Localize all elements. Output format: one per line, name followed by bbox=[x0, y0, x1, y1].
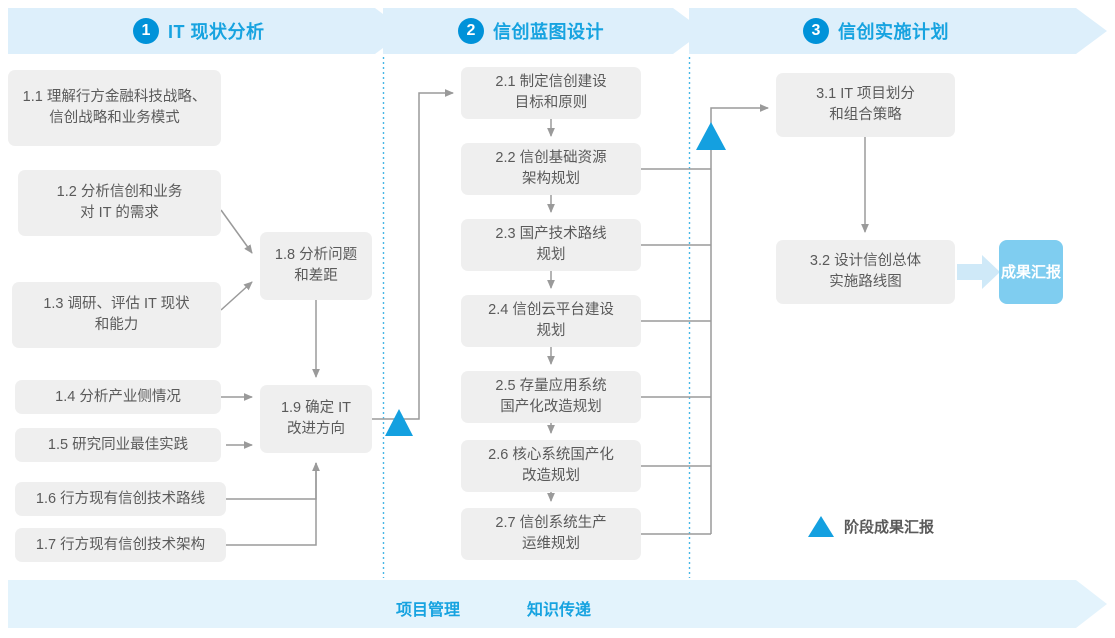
triangle-icon bbox=[808, 516, 834, 537]
task-box-2-7[interactable]: 2.7 信创系统生产运维规划 bbox=[461, 508, 641, 560]
phase2-collector-bus bbox=[641, 104, 769, 535]
task-box-label: 2.1 制定信创建设目标和原则 bbox=[495, 74, 607, 111]
milestone-marker-phase1 bbox=[385, 409, 413, 436]
result-report-chip[interactable]: 成果汇报 bbox=[999, 240, 1063, 304]
task-box-3-1[interactable]: 3.1 IT 项目划分和组合策略 bbox=[776, 73, 955, 137]
task-box-label: 1.6 行方现有信创技术路线 bbox=[35, 490, 206, 507]
task-box-label: 1.3 调研、评估 IT 现状和能力 bbox=[43, 296, 190, 333]
task-box-2-3[interactable]: 2.3 国产技术路线规划 bbox=[461, 219, 641, 271]
task-box-label: 2.4 信创云平台建设规划 bbox=[488, 302, 614, 339]
task-box-label: 2.2 信创基础资源架构规划 bbox=[495, 150, 607, 187]
task-box-1-7[interactable]: 1.7 行方现有信创技术架构 bbox=[15, 528, 226, 562]
task-box-2-1[interactable]: 2.1 制定信创建设目标和原则 bbox=[461, 67, 641, 119]
phase-number-badge-2: 2 bbox=[458, 18, 484, 44]
phase-title-3: 信创实施计划 bbox=[838, 22, 949, 42]
legend-label: 阶段成果汇报 bbox=[844, 519, 935, 536]
task-box-1-6[interactable]: 1.6 行方现有信创技术路线 bbox=[15, 482, 226, 516]
result-arrow bbox=[957, 255, 1000, 289]
phase-title-1: IT 现状分析 bbox=[168, 22, 265, 42]
task-box-1-5[interactable]: 1.5 研究同业最佳实践 bbox=[15, 428, 221, 462]
phase-number-badge-3: 3 bbox=[803, 18, 829, 44]
task-box-label: 1.8 分析问题和差距 bbox=[274, 247, 358, 284]
task-box-label: 1.7 行方现有信创技术架构 bbox=[35, 536, 206, 553]
phase-title-2: 信创蓝图设计 bbox=[493, 22, 604, 42]
task-box-1-1[interactable]: 1.1 理解行方金融科技战略、信创战略和业务模式 bbox=[8, 70, 221, 146]
task-box-1-4[interactable]: 1.4 分析产业侧情况 bbox=[15, 380, 221, 414]
task-box-2-5[interactable]: 2.5 存量应用系统国产化改造规划 bbox=[461, 371, 641, 423]
task-box-label: 3.2 设计信创总体实施路线图 bbox=[809, 253, 922, 290]
task-box-label: 2.7 信创系统生产运维规划 bbox=[495, 515, 607, 552]
footer-label-project-management: 项目管理 bbox=[396, 602, 461, 619]
task-box-label: 3.1 IT 项目划分和组合策略 bbox=[816, 86, 915, 123]
phase-label-2[interactable]: 2 信创蓝图设计 bbox=[458, 14, 604, 48]
task-box-label: 1.5 研究同业最佳实践 bbox=[47, 436, 189, 453]
phase1-connectors bbox=[220, 89, 454, 546]
task-box-2-6[interactable]: 2.6 核心系统国产化改造规划 bbox=[461, 440, 641, 492]
milestone-marker-phase2 bbox=[696, 122, 726, 150]
phase-label-3[interactable]: 3 信创实施计划 bbox=[803, 14, 949, 48]
task-box-label: 1.1 理解行方金融科技战略、信创战略和业务模式 bbox=[22, 89, 207, 126]
footer-label-knowledge-transfer: 知识传递 bbox=[527, 602, 592, 619]
task-box-label: 1.2 分析信创和业务对 IT 的需求 bbox=[56, 184, 183, 221]
task-box-label: 2.6 核心系统国产化改造规划 bbox=[488, 447, 614, 484]
task-box-3-2[interactable]: 3.2 设计信创总体实施路线图 bbox=[776, 240, 955, 304]
result-report-label: 成果汇报 bbox=[1000, 263, 1062, 281]
task-box-label: 2.5 存量应用系统国产化改造规划 bbox=[495, 378, 607, 415]
task-box-1-2[interactable]: 1.2 分析信创和业务对 IT 的需求 bbox=[18, 170, 221, 236]
task-box-2-2[interactable]: 2.2 信创基础资源架构规划 bbox=[461, 143, 641, 195]
task-box-1-8[interactable]: 1.8 分析问题和差距 bbox=[260, 232, 372, 300]
phase-number-badge-1: 1 bbox=[133, 18, 159, 44]
task-box-label: 1.4 分析产业侧情况 bbox=[55, 388, 181, 405]
task-box-1-3[interactable]: 1.3 调研、评估 IT 现状和能力 bbox=[12, 282, 221, 348]
task-box-label: 2.3 国产技术路线规划 bbox=[495, 226, 607, 263]
task-box-2-4[interactable]: 2.4 信创云平台建设规划 bbox=[461, 295, 641, 347]
phase-label-1[interactable]: 1 IT 现状分析 bbox=[133, 14, 265, 48]
legend-milestone: 阶段成果汇报 bbox=[808, 516, 934, 537]
